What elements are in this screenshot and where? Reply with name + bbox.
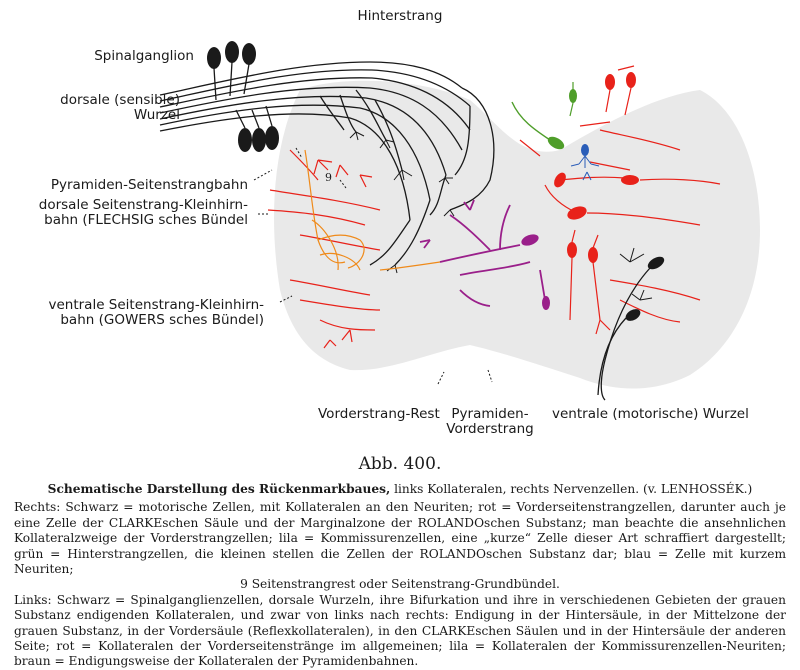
gray-matter-silhouette: [274, 80, 760, 389]
label-dorsale-wurzel-1: dorsale (sensible): [60, 92, 180, 108]
label-hinterstrang: Hinterstrang: [357, 8, 443, 24]
figure-number: Abb. 400.: [358, 454, 442, 474]
caption-title-bold: Schematische Darstellung des Rückenmarkb…: [47, 482, 391, 496]
label-pyramiden-vorderstrang-1: Pyramiden-: [451, 406, 529, 422]
caption-rechts-9: 9 Seitenstrangrest oder Seitenstrang-Gru…: [240, 577, 560, 592]
purple-cells: [521, 234, 550, 310]
green-cells: [511, 82, 577, 150]
label-dorsale-kleinhirn-2: bahn (FLECHSIG sches Bündel: [44, 212, 248, 228]
red-collaterals: [267, 149, 381, 349]
orange-pyramidal-collaterals: [304, 149, 441, 271]
caption-title-rest: links Kollateralen, rechts Nervenzellen.…: [390, 482, 753, 496]
spinal-ganglion-cells: [207, 41, 279, 152]
spinal-cord-diagram: [159, 41, 760, 401]
label-ventrale-wurzel: ventrale (motorische) Wurzel: [552, 406, 749, 422]
red-cell-processes: [519, 65, 721, 335]
caption-links: Links: Schwarz = Spinalganglienzellen, d…: [14, 592, 786, 669]
label-nine: 9: [325, 171, 332, 184]
label-ventrale-kleinhirn-2: bahn (GOWERS sches Bündel): [60, 312, 264, 328]
leader-marks: [253, 147, 493, 385]
label-ventrale-kleinhirn-1: ventrale Seitenstrang-Kleinhirn-: [48, 297, 264, 313]
black-collaterals: [349, 131, 455, 274]
red-cells: [554, 72, 639, 263]
label-spinalganglion: Spinalganglion: [94, 48, 194, 64]
motor-cells: [597, 247, 665, 401]
caption-rechts: Rechts: Schwarz = motorische Zellen, mit…: [14, 500, 786, 577]
label-pyramiden-vorderstrang-2: Vorderstrang: [446, 421, 534, 437]
label-pyramiden-seitenstrangbahn: Pyramiden-Seitenstrangbahn: [50, 177, 248, 193]
purple-commissural: [419, 199, 546, 307]
figure-caption: Schematische Darstellung des Rückenmarkb…: [14, 482, 786, 670]
label-dorsale-kleinhirn-1: dorsale Seitenstrang-Kleinhirn-: [38, 197, 248, 213]
caption-title: Schematische Darstellung des Rückenmarkb…: [14, 482, 786, 497]
blue-cell: [570, 144, 600, 181]
dorsal-root: [159, 61, 495, 266]
label-vorderstrang-rest: Vorderstrang-Rest: [318, 406, 440, 422]
label-dorsale-wurzel-2: Wurzel: [133, 107, 180, 123]
